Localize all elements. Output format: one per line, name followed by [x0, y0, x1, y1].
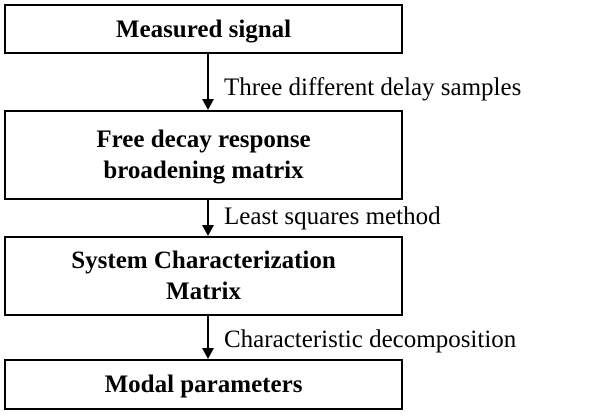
flow-arrow-1 — [202, 54, 214, 110]
arrow-shaft — [207, 316, 209, 349]
arrow-shaft — [207, 200, 209, 226]
flow-arrow-3 — [202, 316, 214, 359]
arrow-head — [202, 225, 214, 236]
step-line: broadening matrix — [103, 157, 304, 184]
step-box-free-decay-response: Free decay response broadening matrix — [4, 110, 403, 200]
step-box-text: Free decay response broadening matrix — [96, 124, 310, 186]
step-line: System Characterization — [71, 247, 336, 274]
step-box-text: System Characterization Matrix — [71, 245, 336, 307]
step-box-text: Measured signal — [116, 14, 291, 45]
step-box-text: Modal parameters — [105, 369, 303, 400]
step-line: Modal parameters — [104, 371, 303, 398]
step-box-measured-signal: Measured signal — [4, 4, 403, 54]
step-box-modal-parameters: Modal parameters — [4, 359, 403, 410]
flow-arrow-2 — [202, 200, 214, 236]
step-box-system-characterization: System Characterization Matrix — [4, 236, 403, 316]
step-line: Measured signal — [115, 15, 292, 43]
transition-label-2: Least squares method — [224, 203, 441, 230]
step-line: Free decay response — [96, 126, 311, 153]
step-line: Matrix — [166, 278, 241, 305]
arrow-shaft — [207, 54, 209, 100]
arrow-head — [202, 99, 214, 110]
transition-label-3: Characteristic decomposition — [224, 326, 517, 353]
arrow-head — [202, 348, 214, 359]
transition-label-1: Three different delay samples — [224, 74, 522, 101]
